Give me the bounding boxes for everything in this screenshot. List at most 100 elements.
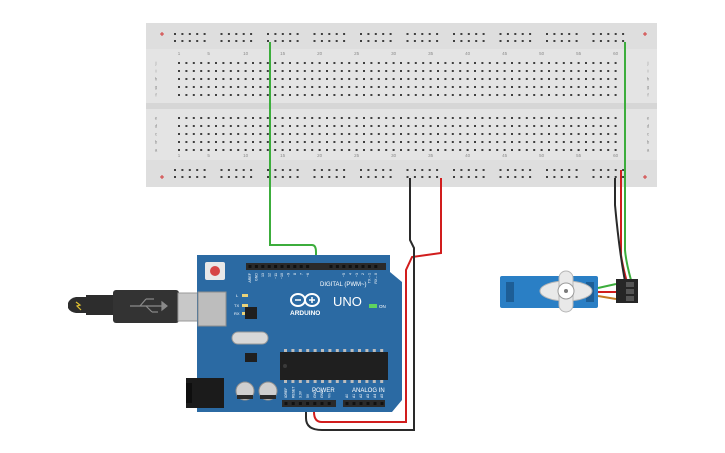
breadboard-hole[interactable] (488, 86, 491, 88)
rail-hole[interactable] (389, 169, 392, 171)
breadboard-hole[interactable] (614, 117, 617, 119)
breadboard-hole[interactable] (607, 78, 610, 80)
rail-hole[interactable] (188, 40, 191, 42)
breadboard-hole[interactable] (385, 70, 388, 72)
breadboard-hole[interactable] (592, 149, 595, 151)
servo-motor-icon[interactable] (500, 270, 638, 313)
breadboard-hole[interactable] (363, 117, 365, 119)
breadboard-hole[interactable] (192, 78, 195, 80)
rail-hole[interactable] (421, 33, 424, 35)
breadboard-hole[interactable] (185, 125, 188, 127)
rail-hole[interactable] (250, 40, 253, 42)
breadboard-hole[interactable] (585, 133, 587, 135)
breadboard-hole[interactable] (548, 125, 550, 127)
rail-hole[interactable] (453, 33, 455, 35)
power-analog-header-pins[interactable] (284, 402, 384, 405)
breadboard-hole[interactable] (318, 62, 321, 64)
breadboard-hole[interactable] (533, 117, 536, 119)
breadboard-hole[interactable] (392, 62, 395, 64)
breadboard-hole[interactable] (348, 86, 351, 88)
rail-hole[interactable] (546, 176, 548, 178)
rail-hole[interactable] (622, 176, 625, 178)
breadboard-hole[interactable] (281, 133, 284, 135)
breadboard-hole[interactable] (607, 117, 610, 119)
rail-hole[interactable] (568, 169, 571, 171)
rail-hole[interactable] (475, 176, 478, 178)
breadboard-hole[interactable] (370, 149, 373, 151)
breadboard-hole[interactable] (599, 86, 602, 88)
breadboard-hole[interactable] (274, 86, 277, 88)
breadboard-hole[interactable] (599, 149, 602, 151)
breadboard-hole[interactable] (266, 86, 269, 88)
breadboard-hole[interactable] (289, 70, 291, 72)
rail-hole[interactable] (436, 33, 439, 35)
breadboard-hole[interactable] (318, 149, 321, 151)
breadboard-hole[interactable] (303, 133, 306, 135)
breadboard-hole[interactable] (363, 94, 365, 96)
breadboard-hole[interactable] (296, 125, 299, 127)
breadboard-hole[interactable] (363, 78, 365, 80)
breadboard-hole[interactable] (496, 86, 499, 88)
breadboard-hole[interactable] (252, 141, 254, 143)
breadboard-hole[interactable] (266, 94, 269, 96)
breadboard-hole[interactable] (385, 62, 388, 64)
breadboard-hole[interactable] (340, 125, 343, 127)
breadboard-hole[interactable] (525, 94, 528, 96)
breadboard-hole[interactable] (192, 70, 195, 72)
breadboard-hole[interactable] (244, 125, 247, 127)
breadboard-hole[interactable] (555, 62, 558, 64)
rail-hole[interactable] (514, 33, 517, 35)
header-pin[interactable] (380, 402, 384, 405)
breadboard-hole[interactable] (592, 125, 595, 127)
breadboard-hole[interactable] (614, 70, 617, 72)
breadboard-hole[interactable] (222, 133, 225, 135)
breadboard-hole[interactable] (533, 78, 536, 80)
breadboard-hole[interactable] (318, 94, 321, 96)
rail-hole[interactable] (467, 40, 470, 42)
breadboard-hole[interactable] (577, 70, 580, 72)
breadboard-hole[interactable] (200, 149, 203, 151)
breadboard-hole[interactable] (444, 125, 447, 127)
breadboard-hole[interactable] (614, 62, 617, 64)
breadboard-hole[interactable] (207, 94, 210, 96)
breadboard-hole[interactable] (281, 125, 284, 127)
breadboard-hole[interactable] (414, 94, 417, 96)
breadboard-hole[interactable] (333, 94, 336, 96)
rail-hole[interactable] (592, 33, 595, 35)
breadboard-hole[interactable] (437, 62, 439, 64)
breadboard-hole[interactable] (614, 78, 617, 80)
wire-green-servo-signal[interactable] (624, 42, 632, 281)
breadboard-hole[interactable] (525, 133, 528, 135)
breadboard-hole[interactable] (429, 117, 432, 119)
breadboard-hole[interactable] (348, 117, 351, 119)
breadboard-hole[interactable] (311, 141, 314, 143)
breadboard-hole[interactable] (237, 86, 240, 88)
breadboard-hole[interactable] (503, 62, 506, 64)
breadboard-hole[interactable] (437, 94, 439, 96)
breadboard-hole[interactable] (525, 125, 528, 127)
breadboard-hole[interactable] (318, 78, 321, 80)
header-pin[interactable] (284, 402, 288, 405)
breadboard-hole[interactable] (192, 133, 195, 135)
breadboard-hole[interactable] (518, 125, 521, 127)
rail-hole[interactable] (529, 169, 532, 171)
breadboard-hole[interactable] (281, 94, 284, 96)
breadboard-hole[interactable] (562, 62, 565, 64)
breadboard-hole[interactable] (266, 141, 269, 143)
rail-hole[interactable] (296, 169, 299, 171)
breadboard-hole[interactable] (355, 70, 358, 72)
breadboard-hole[interactable] (548, 141, 550, 143)
rail-hole[interactable] (203, 40, 206, 42)
rail-hole[interactable] (313, 169, 316, 171)
rail-hole[interactable] (267, 40, 269, 42)
rail-hole[interactable] (421, 169, 424, 171)
breadboard-hole[interactable] (437, 125, 439, 127)
rail-hole[interactable] (296, 33, 299, 35)
rail-hole[interactable] (514, 40, 517, 42)
breadboard-hole[interactable] (229, 62, 232, 64)
rail-hole[interactable] (320, 169, 323, 171)
rail-hole[interactable] (553, 176, 556, 178)
breadboard-hole[interactable] (533, 149, 536, 151)
breadboard-hole[interactable] (570, 86, 573, 88)
rail-hole[interactable] (374, 40, 377, 42)
